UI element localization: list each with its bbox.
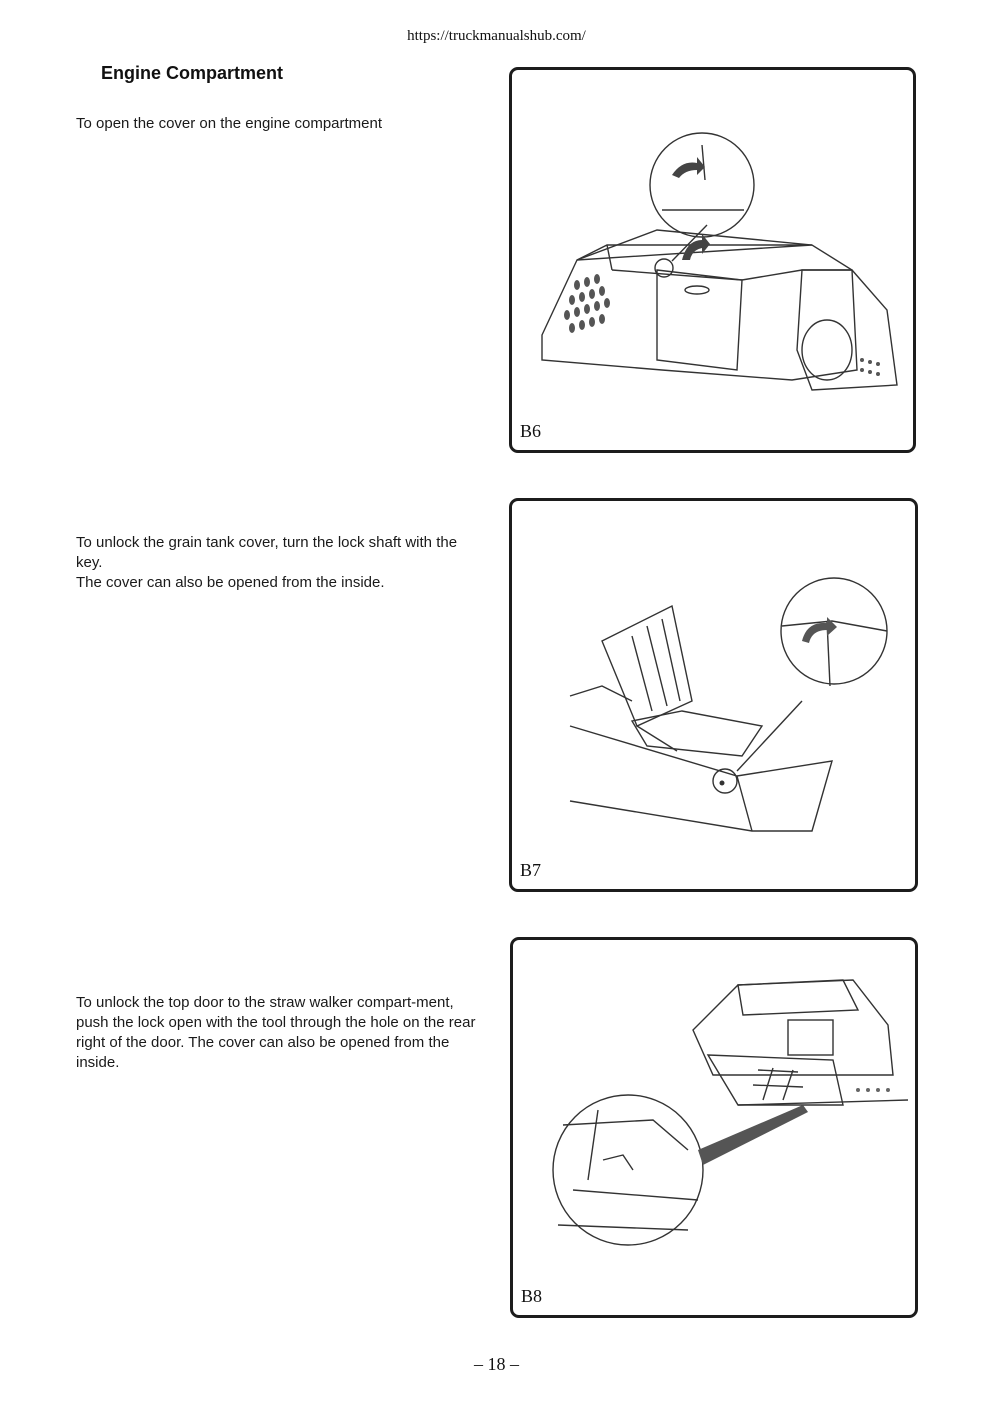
instruction-line: To open the cover on the engine compartm…: [76, 115, 383, 132]
instruction-line: The cover can also be opened from the in…: [76, 574, 385, 591]
section-title: Engine Compartment: [101, 63, 284, 83]
source-url: https://truckmanualshub.com/: [407, 28, 586, 44]
instruction-line: To unlock the grain tank cover, turn the…: [76, 534, 458, 571]
figure-b7: B7: [509, 498, 918, 892]
figure-b6: B6: [509, 67, 916, 453]
instruction-text-b8: To unlock the top door to the straw walk…: [76, 993, 486, 1073]
figure-label: B6: [520, 421, 542, 441]
straw-walker-door-illustration: [552, 979, 909, 1246]
page-number: – 18 –: [474, 1354, 519, 1374]
engine-cover-illustration: [541, 132, 898, 391]
instruction-line: To unlock the top door to the straw walk…: [76, 994, 476, 1071]
figure-b8: B8: [510, 937, 918, 1318]
figure-label: B8: [521, 1286, 543, 1306]
instruction-text-b7: To unlock the grain tank cover, turn the…: [76, 533, 486, 593]
grain-tank-cover-illustration: [569, 577, 888, 832]
instruction-text-b6: To open the cover on the engine compartm…: [76, 114, 486, 134]
figure-label: B7: [520, 860, 542, 880]
